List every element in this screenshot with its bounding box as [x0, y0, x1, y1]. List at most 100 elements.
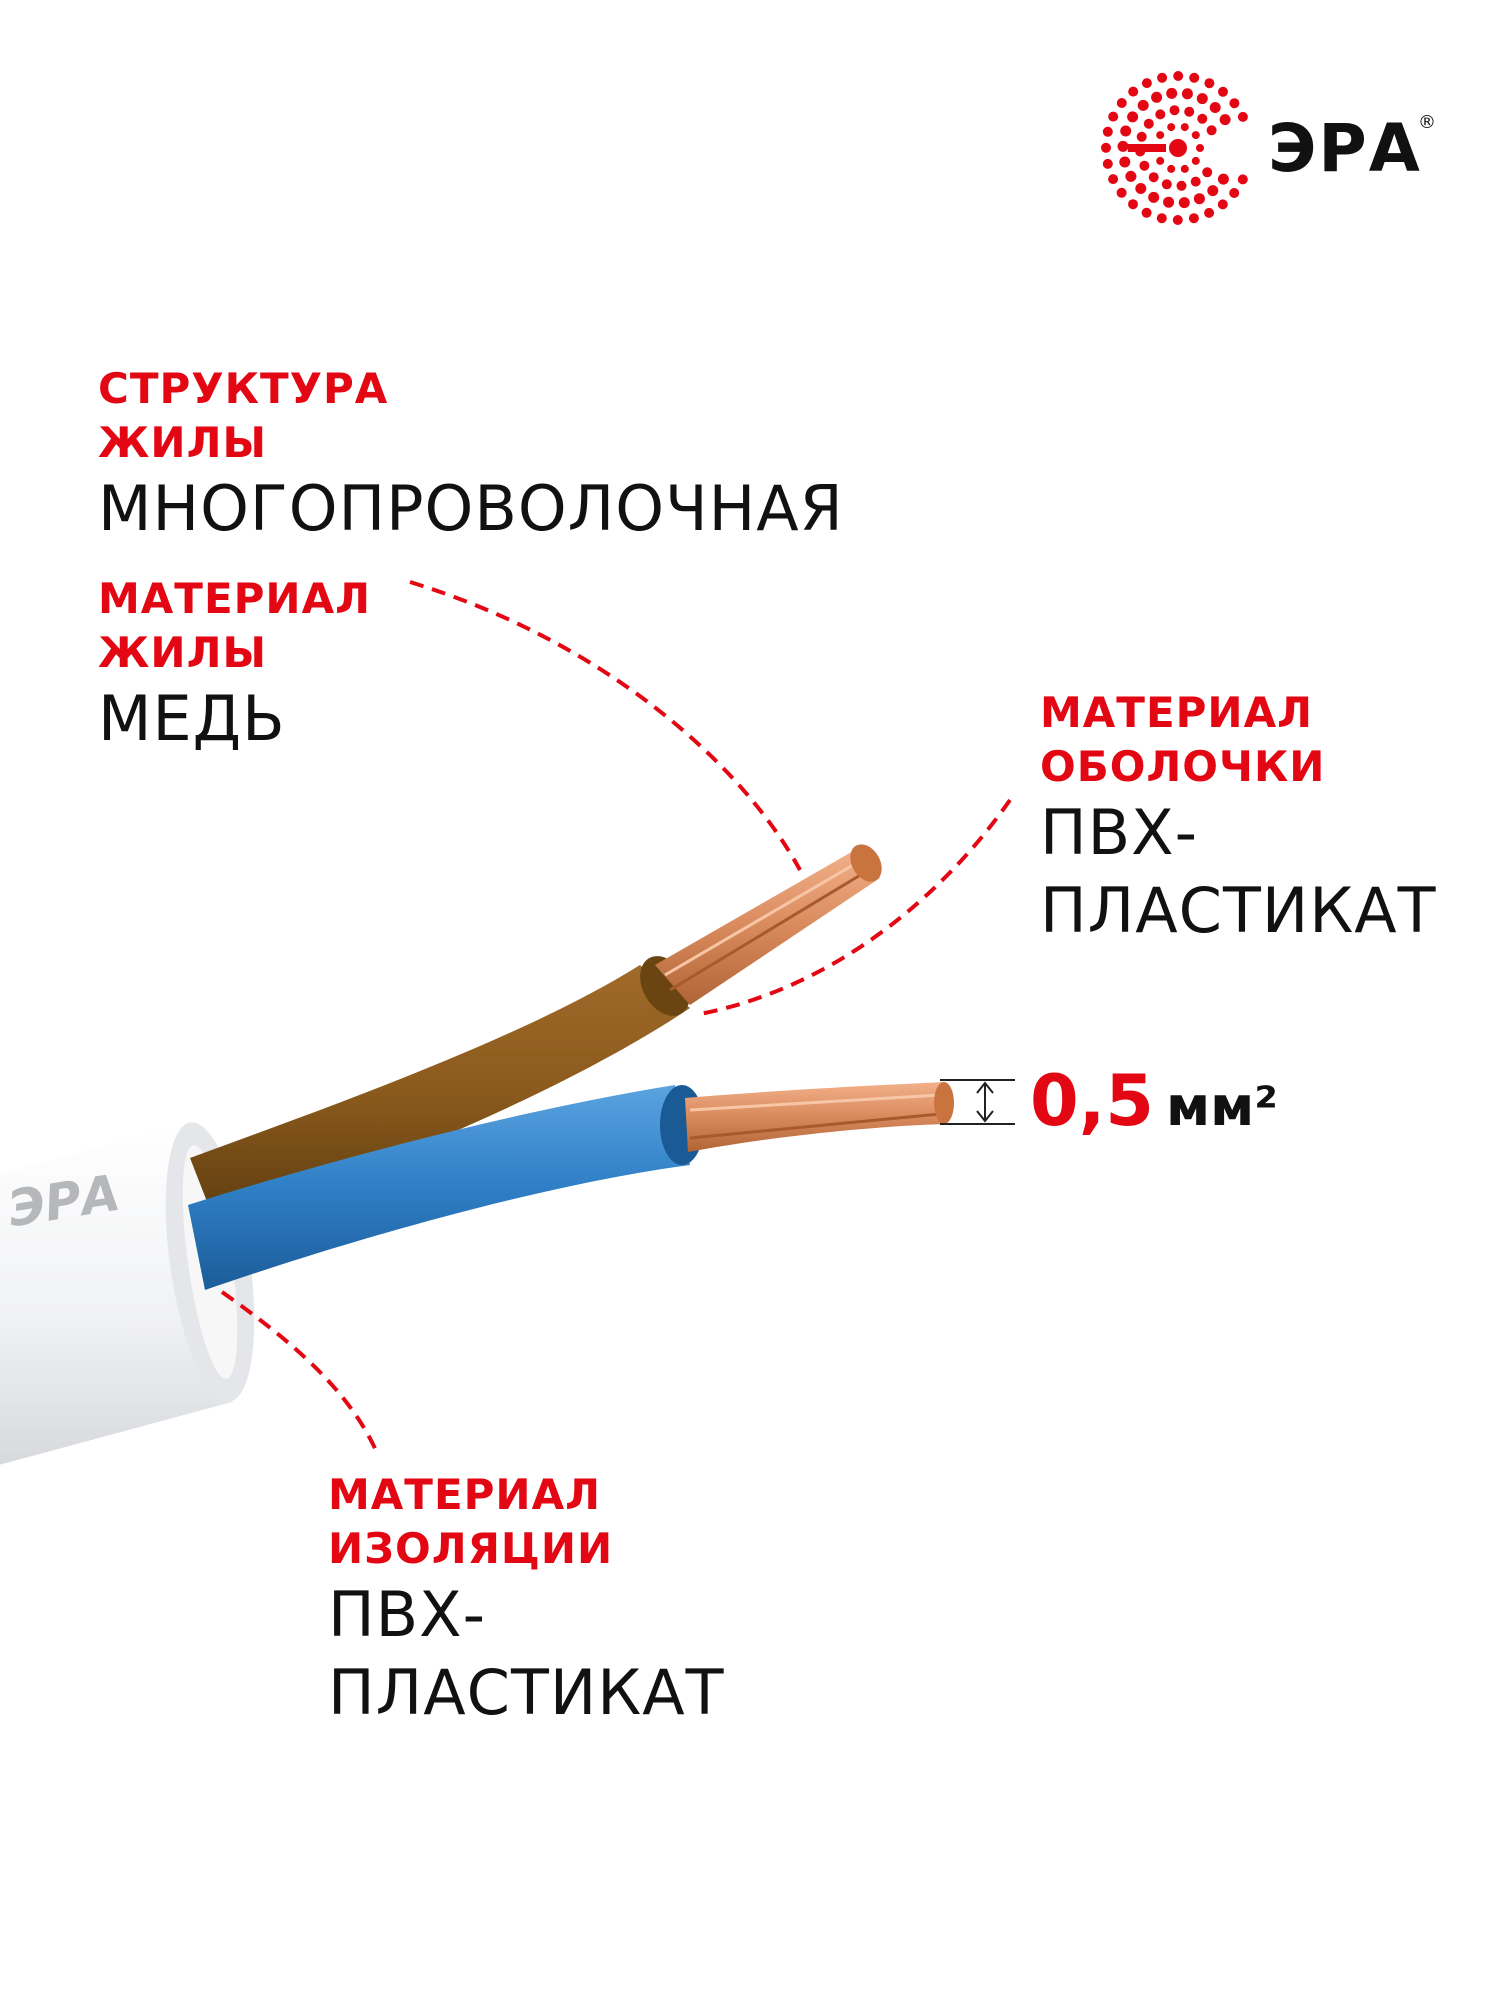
core-material-label-1: МАТЕРИАЛ [98, 574, 371, 623]
logo-dot [1157, 72, 1168, 83]
logo-dot [1119, 156, 1131, 168]
logo-dot [1217, 173, 1229, 185]
logo-dot [1116, 98, 1127, 108]
logo-dot [1197, 113, 1208, 124]
core-structure-label-1: СТРУКТУРА [98, 364, 389, 413]
logo-dot [1102, 126, 1113, 137]
logo-dot [1219, 114, 1231, 126]
logo-dot [1237, 174, 1248, 185]
logo-dot [1217, 199, 1228, 210]
sheath-material-label-2: ОБОЛОЧКИ [1040, 742, 1326, 791]
logo-dot [1128, 86, 1139, 97]
logo-bar [1128, 144, 1166, 152]
core-structure-value: МНОГОПРОВОЛОЧНАЯ [98, 472, 844, 545]
core-structure-label-2: ЖИЛЫ [98, 418, 267, 467]
logo-dot [1202, 167, 1213, 178]
logo-dot [1173, 71, 1184, 81]
logo-dot [1156, 156, 1165, 165]
sheath-material-label-1: МАТЕРИАЛ [1040, 688, 1313, 737]
callout-core-material: МАТЕРИАЛ ЖИЛЫ МЕДЬ [98, 572, 371, 758]
logo-dot [1136, 131, 1147, 142]
core-material-value: МЕДЬ [98, 682, 286, 755]
logo-dot [1102, 158, 1113, 169]
logo-dot [1237, 111, 1248, 122]
logo-dot [1156, 131, 1165, 140]
logo-dot [1196, 93, 1208, 105]
logo-dot [1207, 185, 1219, 197]
sheath-material-value-1: ПВХ- [1040, 796, 1199, 869]
logo-dot [1117, 140, 1129, 152]
leader-insulation-material [220, 1290, 380, 1456]
logo-dot [1135, 183, 1147, 194]
cross-section-dimension [940, 1079, 1015, 1125]
logo-dot [1229, 98, 1240, 109]
logo-dot [1204, 207, 1215, 218]
logo-dot [1151, 91, 1163, 103]
logo-dot [1180, 123, 1189, 132]
logo-dot [1120, 125, 1132, 137]
logo-dot [1190, 176, 1201, 187]
logo-dot [1163, 196, 1175, 208]
callout-sheath-material: МАТЕРИАЛ ОБОЛОЧКИ ПВХ- ПЛАСТИКАТ [1040, 686, 1437, 950]
logo-dot [1176, 180, 1187, 191]
logo-center-dot [1169, 139, 1187, 157]
logo-dot [1189, 72, 1200, 83]
logo-dot [1139, 160, 1150, 171]
logo-dot [1141, 78, 1152, 89]
logo-dot [1166, 87, 1178, 99]
logo-dot [1204, 78, 1215, 89]
logo-dot [1125, 170, 1137, 182]
logo-dot [1101, 142, 1111, 153]
logo-dot [1148, 191, 1160, 203]
sheath-material-value-2: ПЛАСТИКАТ [1040, 874, 1437, 947]
brown-core-strands [655, 844, 882, 1005]
logo-dot [1181, 88, 1193, 100]
logo-dot [1193, 193, 1205, 205]
leader-core-material [409, 580, 802, 871]
logo-dot [1169, 105, 1180, 116]
logo-dot [1156, 213, 1167, 224]
era-logo-sun-icon [1101, 71, 1248, 225]
callout-core-structure: СТРУКТУРА ЖИЛЫ МНОГОПРОВОЛОЧНАЯ [98, 362, 844, 548]
leader-sheath-material [694, 798, 1012, 1017]
blue-core-strands [685, 1082, 954, 1152]
logo-dot [1108, 111, 1119, 122]
logo-dot [1196, 144, 1204, 152]
brand-name: ЭРА [1268, 110, 1422, 187]
cross-section-unit: мм² [1166, 1075, 1278, 1138]
logo-dot [1229, 188, 1240, 198]
logo-dot [1191, 131, 1200, 140]
logo-dot [1137, 99, 1149, 111]
logo-dot [1141, 207, 1152, 218]
insulation-material-value-1: ПВХ- [328, 1578, 487, 1651]
insulation-material-value-2: ПЛАСТИКАТ [328, 1656, 725, 1729]
logo-dot [1108, 174, 1119, 185]
callout-insulation-material: МАТЕРИАЛ ИЗОЛЯЦИИ ПВХ- ПЛАСТИКАТ [328, 1468, 725, 1732]
insulation-material-label-2: ИЗОЛЯЦИИ [328, 1524, 614, 1573]
logo-dot [1172, 215, 1183, 225]
logo-dot [1184, 106, 1195, 117]
logo-dot [1178, 197, 1190, 209]
logo-dot [1191, 156, 1200, 165]
logo-dot [1127, 111, 1139, 123]
insulation-material-label-1: МАТЕРИАЛ [328, 1470, 601, 1519]
logo-dot [1143, 118, 1154, 129]
cross-section-value: 0,5 [1030, 1060, 1155, 1142]
logo-dot [1161, 179, 1172, 190]
core-material-label-2: ЖИЛЫ [98, 628, 267, 677]
logo-dot [1188, 213, 1199, 224]
logo-dot [1218, 86, 1228, 97]
logo-dot [1167, 164, 1176, 173]
logo-dot [1206, 125, 1217, 136]
logo-dot [1148, 172, 1159, 183]
logo-dot [1155, 109, 1166, 120]
logo-dot [1116, 187, 1127, 198]
logo-dot [1128, 199, 1138, 210]
leader-lines [220, 580, 1012, 1456]
registered-mark: ® [1418, 112, 1436, 133]
logo-dot [1180, 164, 1189, 173]
logo-dot [1167, 123, 1176, 132]
